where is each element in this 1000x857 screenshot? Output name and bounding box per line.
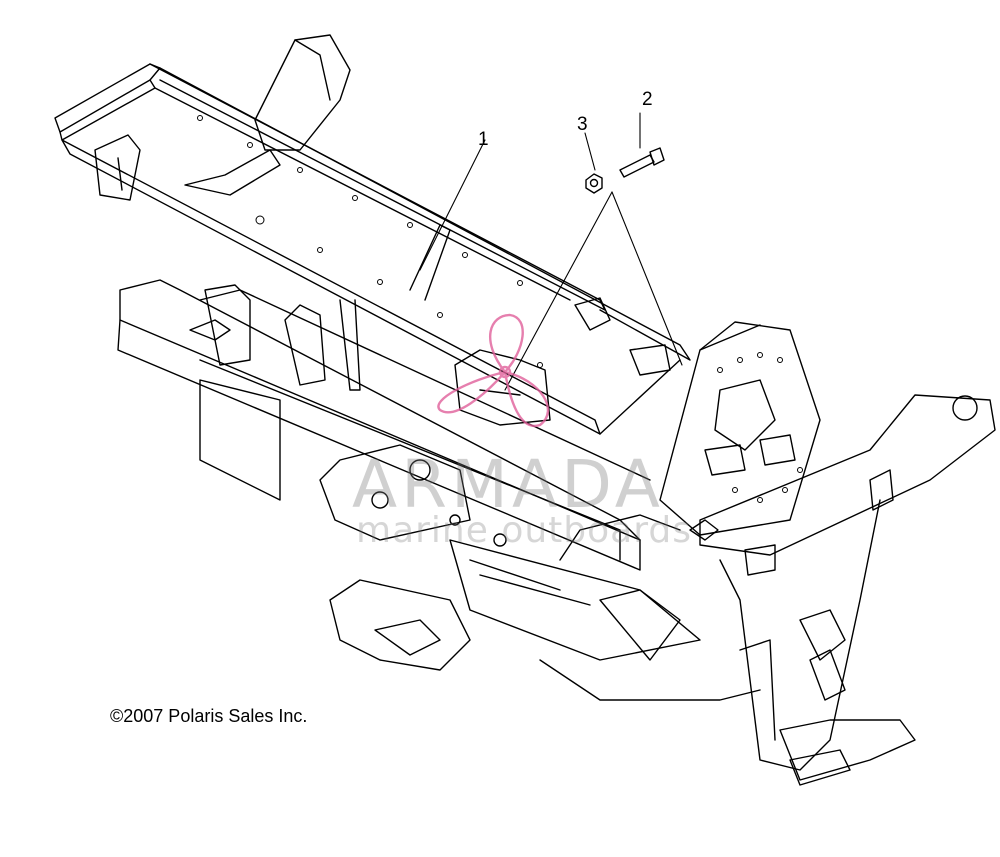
callout-2: 2 — [642, 89, 653, 110]
callout-1: 1 — [478, 129, 489, 150]
leader-lines — [419, 112, 683, 391]
lower-main-frame — [117, 279, 761, 701]
bolt-part-2 — [619, 147, 665, 178]
nut-part-3 — [585, 173, 603, 194]
watermark-propeller-logo — [437, 313, 550, 428]
watermark-title: ARMADA — [352, 446, 664, 523]
watermark-subtitle: marine outboards — [356, 510, 693, 551]
front-plate-tower — [659, 321, 996, 786]
rail-holes — [197, 115, 543, 368]
copyright-notice: ©2007 Polaris Sales Inc. — [110, 706, 308, 726]
callout-3: 3 — [577, 114, 588, 135]
upper-frame-rail — [54, 34, 691, 435]
